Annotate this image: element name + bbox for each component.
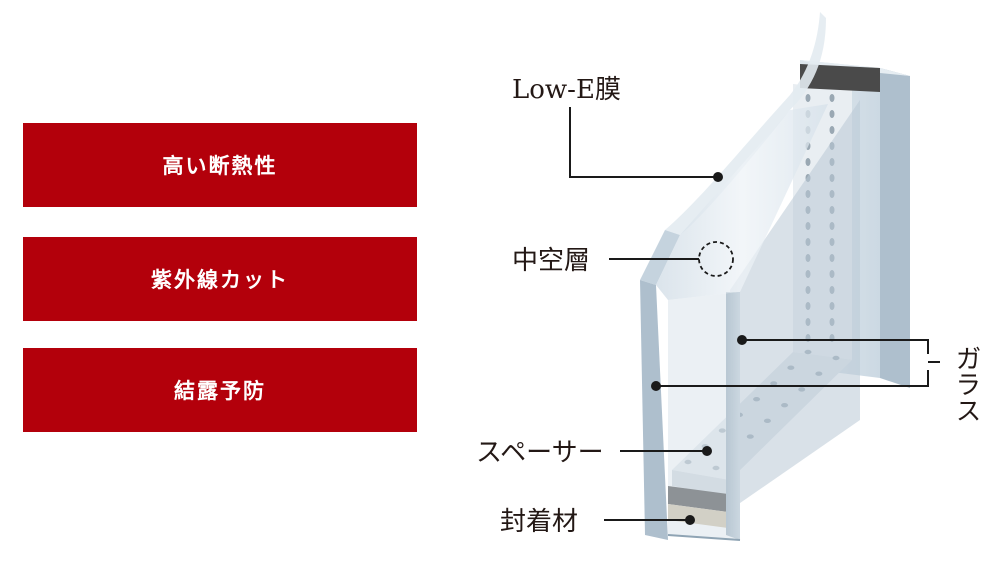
label-low-e: Low-E膜 — [512, 75, 621, 105]
label-glass: ガラス — [951, 345, 981, 423]
label-spacer: スペーサー — [476, 438, 604, 468]
label-sealant: 封着材 — [500, 507, 578, 537]
perforation-hole — [830, 126, 835, 134]
perforation-hole — [806, 94, 811, 102]
perforation-hole — [830, 110, 835, 118]
low-e-leader — [570, 107, 718, 177]
perforation-hole — [806, 158, 811, 166]
perforation-hole — [830, 94, 835, 102]
label-air-layer: 中空層 — [512, 246, 590, 276]
